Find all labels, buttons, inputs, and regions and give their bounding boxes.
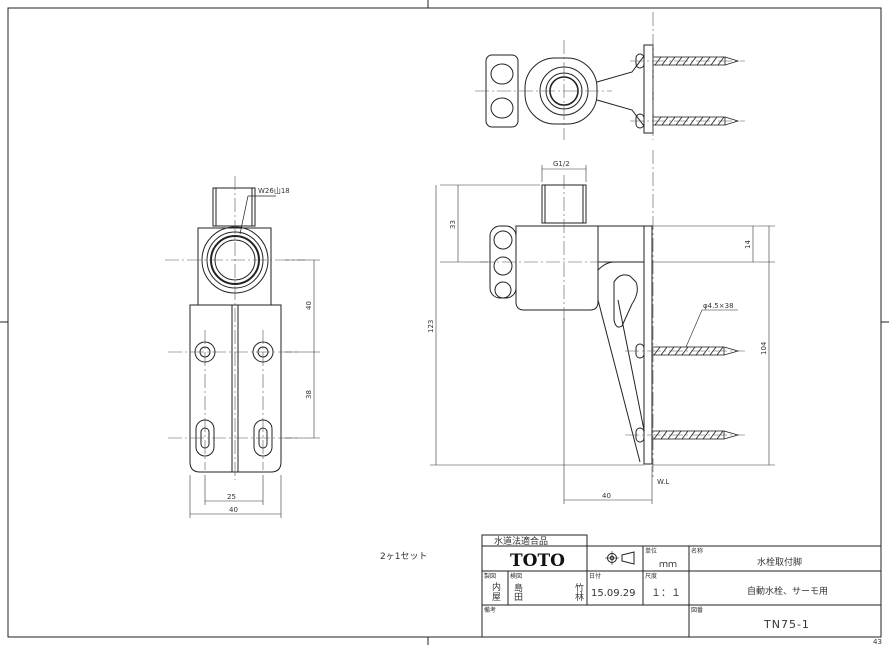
name-value: 水栓取付脚 bbox=[757, 556, 802, 568]
approved-name-1: 竹 bbox=[575, 582, 584, 594]
top-view-screws bbox=[652, 56, 740, 126]
checked-name-1: 島 bbox=[514, 582, 523, 594]
front-thread-callout: W26山18 bbox=[258, 186, 290, 195]
scale-label: 尺度 bbox=[645, 572, 657, 580]
top-view bbox=[485, 44, 654, 134]
side-dim-right-height: 104 bbox=[760, 341, 768, 355]
scale-value: １：１ bbox=[651, 588, 681, 599]
front-view bbox=[189, 187, 282, 473]
checked-label: 検図 bbox=[510, 572, 522, 580]
front-view-centerlines bbox=[165, 176, 305, 480]
unit-value: ｍｍ bbox=[659, 560, 677, 570]
front-view-dimensions bbox=[189, 259, 320, 518]
remarks-label: 備考 bbox=[484, 606, 496, 614]
side-view-centerlines bbox=[480, 150, 745, 480]
side-dim-right-offset: 14 bbox=[744, 240, 752, 249]
name-label: 名称 bbox=[691, 547, 703, 555]
brand-logo: TOTO bbox=[510, 551, 565, 571]
corner-mark: 43 bbox=[873, 638, 882, 645]
certification-label: 水道法適合品 bbox=[494, 535, 548, 547]
checked-name-2: 田 bbox=[514, 592, 523, 603]
approved-name-2: 林 bbox=[575, 591, 584, 603]
drafted-label: 製図 bbox=[484, 572, 496, 580]
title-block bbox=[481, 534, 882, 638]
front-dim-upper-spacing: 40 bbox=[305, 301, 313, 310]
side-view-screws bbox=[651, 309, 740, 440]
front-dim-inner-width: 25 bbox=[227, 493, 236, 501]
side-dim-top-height: 33 bbox=[449, 220, 457, 229]
side-dim-depth: 40 bbox=[602, 492, 611, 500]
drawing-number-label: 図番 bbox=[691, 607, 703, 614]
side-view bbox=[489, 184, 653, 465]
quantity-note: 2ヶ1セット bbox=[380, 551, 427, 562]
projection-symbol-icon bbox=[605, 551, 635, 565]
side-dim-thread: G1/2 bbox=[553, 160, 570, 168]
side-view-dimensions bbox=[430, 165, 775, 504]
side-screw-callout: φ4.5×38 bbox=[703, 302, 734, 310]
usage-value: 自動水栓、サーモ用 bbox=[747, 585, 828, 597]
date-value: 15.09.29 bbox=[591, 588, 636, 599]
drafted-name-1: 内 bbox=[492, 581, 501, 593]
front-dim-lower-spacing: 38 bbox=[305, 390, 313, 399]
date-label: 日付 bbox=[589, 572, 601, 580]
front-dim-outer-width: 40 bbox=[229, 506, 238, 514]
drafted-name-2: 屋 bbox=[492, 592, 501, 603]
top-view-centerlines bbox=[475, 12, 745, 140]
unit-label: 単位 bbox=[645, 547, 657, 555]
wall-line-label: W.L bbox=[657, 478, 669, 486]
side-dim-total-height: 123 bbox=[427, 320, 435, 333]
drawing-number-value: TN75-1 bbox=[763, 618, 810, 631]
